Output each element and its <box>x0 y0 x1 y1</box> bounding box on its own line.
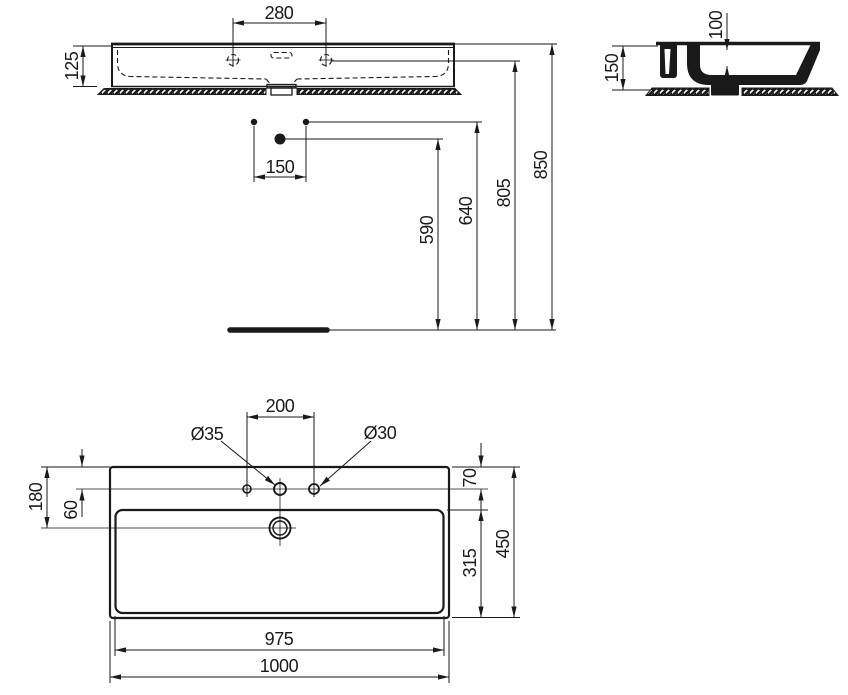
front-extension-lines <box>73 18 557 182</box>
plan-extension-lines <box>41 412 520 683</box>
side-extension-lines <box>612 45 658 91</box>
dim-180-label: 180 <box>26 482 46 511</box>
dim-100-label: 100 <box>706 10 726 39</box>
side-bowl-section <box>687 44 820 85</box>
side-view: 150 100 <box>602 10 840 96</box>
plan-overflow-inner <box>272 520 288 536</box>
dim-o35-leader <box>220 440 276 486</box>
dim-1000-label: 1000 <box>260 656 299 676</box>
front-drain-hidden-contour <box>265 78 298 86</box>
front-view: 280 125 150 590 640 805 850 <box>62 3 557 333</box>
dim-975-label: 975 <box>265 629 294 649</box>
dim-o35-label: Ø35 <box>191 424 224 444</box>
dim-315-label: 315 <box>460 548 480 577</box>
dim-150-front-label: 150 <box>266 157 295 177</box>
dim-o30-label: Ø30 <box>364 423 397 443</box>
plan-bowl-edge <box>114 508 445 615</box>
dim-o30-leader <box>319 440 372 487</box>
front-basin-sides <box>111 43 455 87</box>
front-overflow-slot <box>270 51 293 59</box>
dim-70-label: 70 <box>460 468 480 488</box>
dim-850-label: 850 <box>531 150 551 179</box>
side-drain-block <box>711 81 739 96</box>
plan-view: 200 Ø35 Ø30 60 180 70 315 450 975 1000 <box>26 396 520 683</box>
front-drain-body <box>270 87 293 96</box>
front-shelf-hatch-right <box>296 88 463 95</box>
dim-200-label: 200 <box>266 396 295 416</box>
front-bowl-hidden-contour <box>116 50 450 80</box>
dim-450-label: 450 <box>493 529 513 558</box>
side-shelf-hatch-right <box>741 87 840 96</box>
dim-150-side-label: 150 <box>602 53 622 82</box>
side-shelf-hatch-left <box>644 87 710 96</box>
front-shelf-hatch-left <box>96 88 267 95</box>
plan-centerlines <box>41 478 488 546</box>
plan-overflow-outer <box>268 516 292 540</box>
plan-tap-hole-center <box>273 482 287 496</box>
dim-125-label: 125 <box>62 51 82 80</box>
side-fixing-slot <box>664 49 671 74</box>
fixing-hole-left-dot <box>250 118 258 126</box>
dim-805-label: 805 <box>494 178 514 207</box>
dim-590-label: 590 <box>417 215 437 244</box>
dim-60-label: 60 <box>61 500 81 520</box>
dim-280-label: 280 <box>265 3 294 23</box>
plan-outer-edge <box>108 465 451 620</box>
dim-640-label: 640 <box>456 196 476 225</box>
